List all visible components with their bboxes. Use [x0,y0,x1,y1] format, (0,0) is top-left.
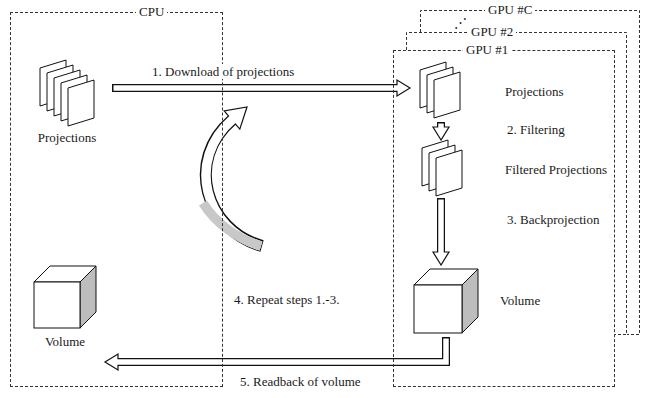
node-label: Volume [25,334,105,349]
filtered-projection-stack: Filtered Projections [410,140,475,198]
region-title: GPU #1 [463,42,511,57]
repeat-arrow [203,107,262,246]
step-label: 2. Filtering [505,122,567,137]
node-label: Projections [505,84,564,99]
step-label: 3. Backprojection [505,212,601,227]
node-label: Filtered Projections [505,162,607,177]
volume-cube-icon [414,269,484,339]
projection-stack: Projections [22,58,112,153]
node-label: Volume [500,293,540,308]
projection-stack: Projections [410,60,472,122]
hollow-arrow [105,337,446,370]
step-label: 4. Repeat steps 1.-3. [232,292,341,307]
ellipsis-mark: ⋰ [452,15,469,30]
step-label: 1. Download of projections [150,64,296,79]
region-title: GPU #2 [468,24,516,39]
hollow-arrow [433,122,449,140]
region-title: CPU [136,4,167,19]
volume-cube-icon [34,266,104,336]
step-label: 5. Readback of volume [238,374,363,389]
projection-sheets [40,60,110,130]
hollow-arrow [112,80,410,96]
volume-cube: Volume [25,262,105,372]
region-title: GPU #C [485,2,535,17]
volume-cube: Volume [410,265,482,337]
hollow-arrow [433,198,449,265]
projection-sheets [422,140,492,210]
node-label: Projections [22,130,112,145]
projection-sheets [420,62,490,132]
